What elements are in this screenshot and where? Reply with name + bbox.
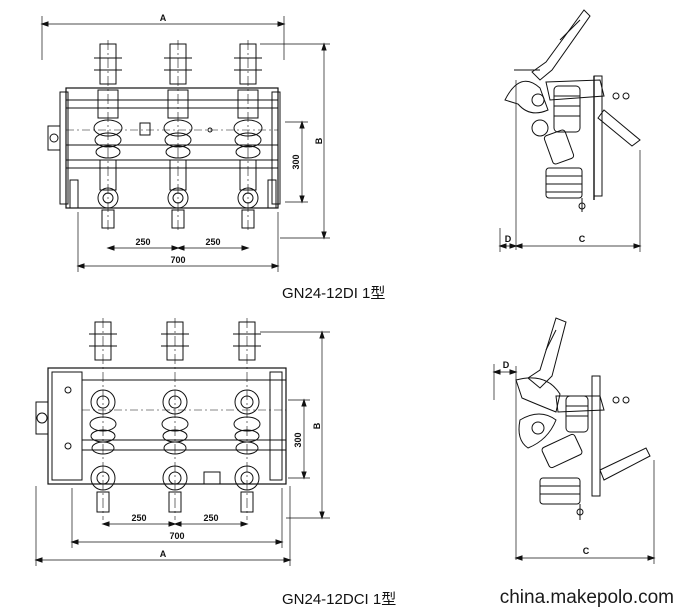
top-dim-300: 300 xyxy=(291,154,301,169)
bottom-dim-c: C xyxy=(583,546,590,556)
top-dim-700: 700 xyxy=(170,255,185,265)
bottom-dim-700: 700 xyxy=(169,531,184,541)
top-dim-a: A xyxy=(160,13,167,23)
top-phase-3 xyxy=(233,40,263,230)
bottom-dim-300: 300 xyxy=(293,432,303,447)
top-dim-250-b: 250 xyxy=(205,237,220,247)
top-dim-d: D xyxy=(505,234,512,244)
bottom-caption: GN24-12DCI 1型 xyxy=(282,591,396,608)
top-front-view: A xyxy=(40,13,330,272)
top-phase-1 xyxy=(93,40,123,230)
top-dim-250-a: 250 xyxy=(135,237,150,247)
top-caption: GN24-12DI 1型 xyxy=(282,285,385,302)
bottom-dim-d: D xyxy=(503,360,510,370)
bottom-dim-b: B xyxy=(312,422,322,429)
bottom-dim-a: A xyxy=(160,549,167,559)
bottom-side-view: D C xyxy=(492,317,656,564)
bottom-dim-250-b: 250 xyxy=(203,513,218,523)
bottom-phase-2 xyxy=(161,318,189,520)
bottom-front-view: B 300 250 250 700 A xyxy=(34,318,330,566)
top-phase-2 xyxy=(163,40,193,230)
watermark: china.makepolo.com xyxy=(499,587,674,608)
top-dim-b: B xyxy=(314,137,324,144)
bottom-dim-250-a: 250 xyxy=(131,513,146,523)
bottom-phase-1 xyxy=(89,318,117,520)
top-dim-c: C xyxy=(579,234,586,244)
top-side-view: D C xyxy=(498,9,642,252)
bottom-phase-3 xyxy=(233,318,261,520)
